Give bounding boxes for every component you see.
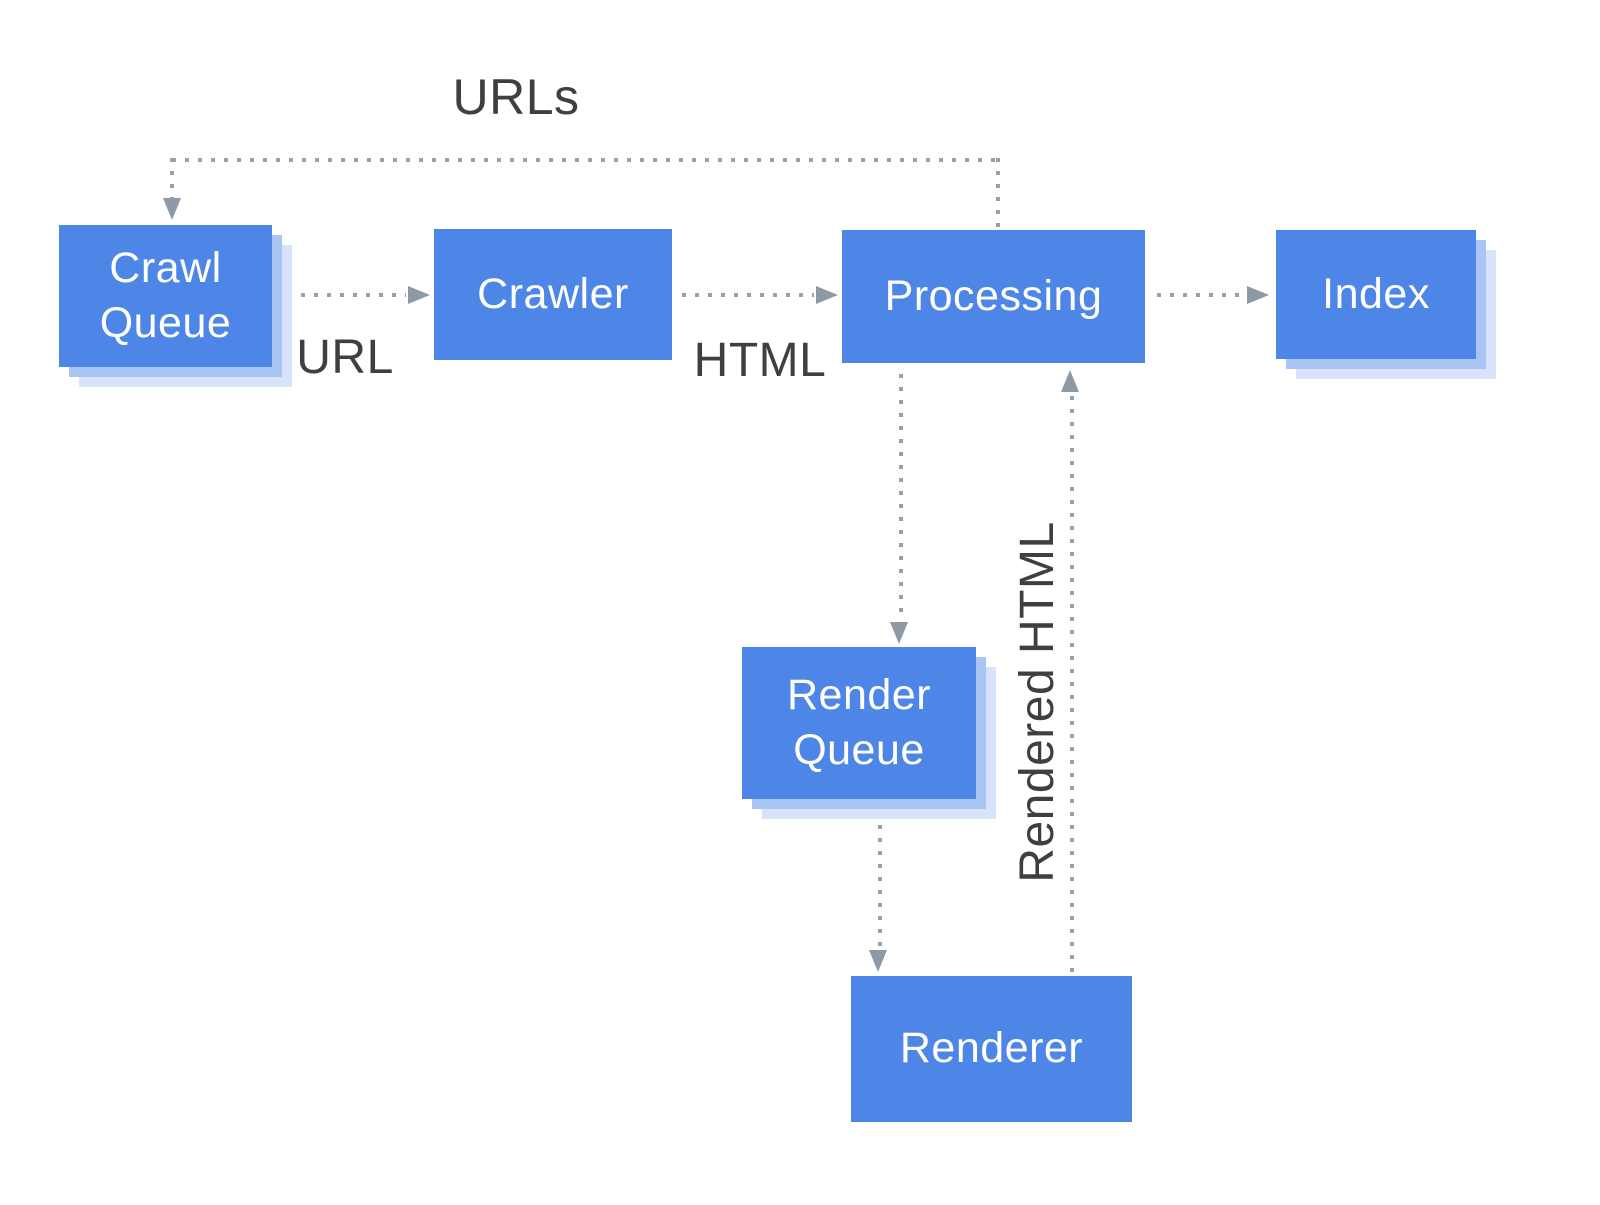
node-crawl-queue-label: Crawl Queue bbox=[99, 243, 232, 347]
edge-label-html: HTML bbox=[693, 334, 827, 387]
arrowhead-right-into-crawler-icon bbox=[408, 286, 430, 304]
arrowhead-down-into-crawl-queue-icon bbox=[163, 198, 181, 220]
node-crawler: Crawler bbox=[434, 229, 672, 360]
edge-label-url: URL bbox=[296, 331, 394, 384]
edge-processing-to-crawl-queue-left-drop bbox=[170, 158, 174, 200]
edge-processing-to-crawl-queue-right-riser bbox=[996, 158, 1000, 230]
node-processing: Processing bbox=[842, 230, 1145, 363]
node-render-queue: Render Queue bbox=[742, 647, 976, 799]
node-renderer-label: Renderer bbox=[899, 1024, 1084, 1073]
arrowhead-up-into-processing-icon bbox=[1061, 370, 1079, 392]
node-processing-label: Processing bbox=[884, 271, 1103, 320]
edge-crawl-queue-to-crawler bbox=[288, 293, 406, 297]
edge-label-urls: URLs bbox=[452, 69, 580, 125]
arrowhead-down-into-render-queue-icon bbox=[890, 622, 908, 644]
node-index-label: Index bbox=[1322, 269, 1430, 318]
edge-label-rendered-html: Rendered HTML bbox=[1011, 521, 1064, 883]
arrowhead-right-into-processing-icon bbox=[816, 286, 838, 304]
edge-crawler-to-processing bbox=[682, 293, 814, 297]
arrowhead-right-into-index-icon bbox=[1247, 286, 1269, 304]
node-index: Index bbox=[1276, 230, 1476, 359]
edge-render-queue-to-renderer bbox=[878, 812, 882, 946]
node-render-queue-label: Render Queue bbox=[786, 670, 932, 774]
edge-processing-to-crawl-queue-horizontal bbox=[172, 158, 998, 162]
edge-processing-to-index bbox=[1157, 293, 1245, 297]
node-renderer: Renderer bbox=[851, 976, 1132, 1122]
edge-processing-to-render-queue bbox=[899, 374, 903, 618]
edge-renderer-to-processing bbox=[1070, 396, 1074, 976]
node-crawler-label: Crawler bbox=[477, 269, 629, 318]
node-crawl-queue: Crawl Queue bbox=[59, 225, 272, 367]
arrowhead-down-into-renderer-icon bbox=[869, 950, 887, 972]
